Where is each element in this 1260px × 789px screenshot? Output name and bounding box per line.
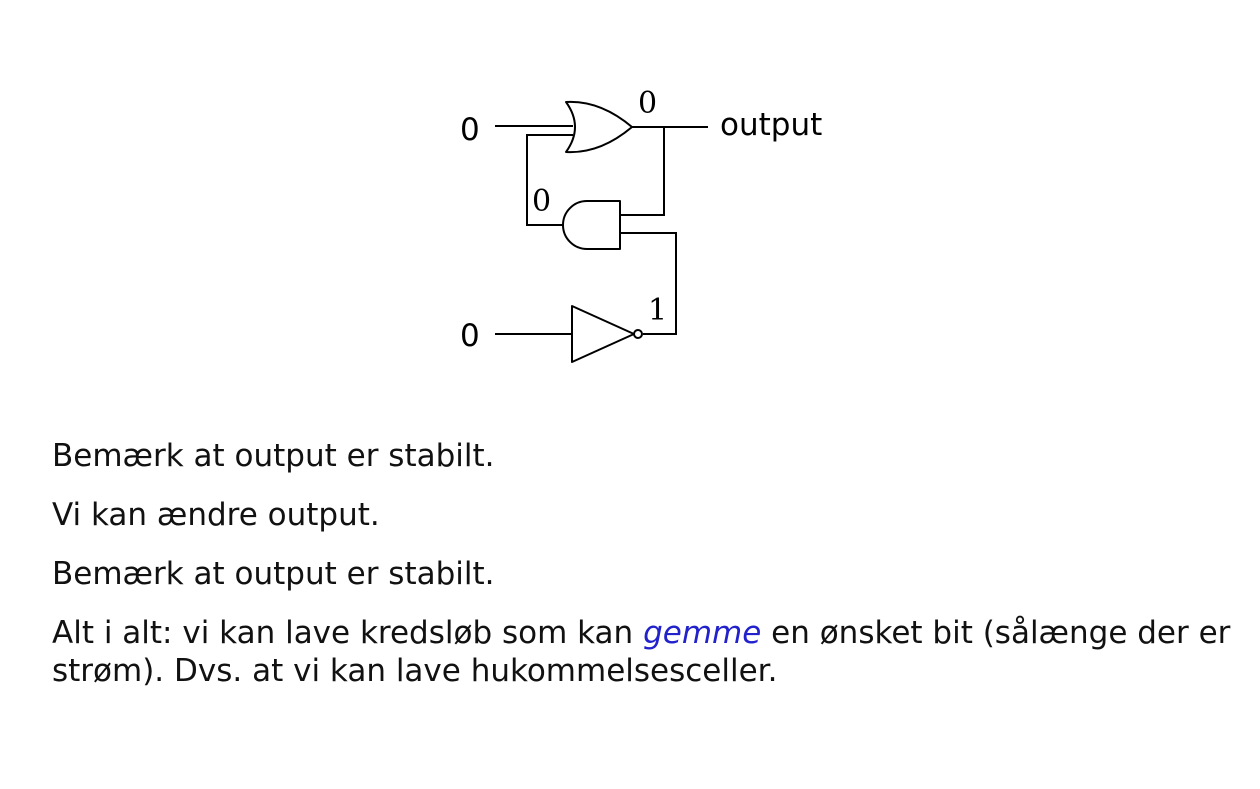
not-bubble (633, 329, 643, 339)
paragraph-stable-2: Bemærk at output er stabilt. (52, 556, 495, 592)
summary-text-before: Alt i alt: vi kan lave kredsløb som kan (52, 615, 644, 651)
wire-feedback-loop (526, 134, 573, 226)
wires (495, 125, 708, 335)
and-input-value: 0 (532, 184, 551, 219)
or-output-value: 0 (638, 86, 657, 121)
text-block: Bemærk at output er stabilt. Vi kan ændr… (52, 437, 1252, 690)
paragraph-summary: Alt i alt: vi kan lave kredsløb som kan … (52, 614, 1252, 690)
paragraph-stable-1: Bemærk at output er stabilt. (52, 438, 495, 474)
circuit-diagram: 0 0 output 0 1 0 (460, 86, 822, 363)
input-top-value: 0 (460, 112, 480, 148)
output-label: output (720, 107, 822, 143)
wire-not-to-and (619, 232, 677, 335)
not-gate (571, 305, 635, 363)
summary-emphasis-gemme: gemme (643, 615, 762, 651)
input-bottom-value: 0 (460, 318, 480, 354)
paragraph-change-output: Vi kan ændre output. (52, 497, 380, 533)
not-output-value: 1 (648, 293, 667, 328)
summary-text-after: en ønsket bit (sålænge der er strøm). Dv… (52, 615, 1231, 689)
and-gate (562, 200, 621, 250)
or-gate (565, 100, 633, 154)
wire-or-to-and (619, 126, 665, 216)
